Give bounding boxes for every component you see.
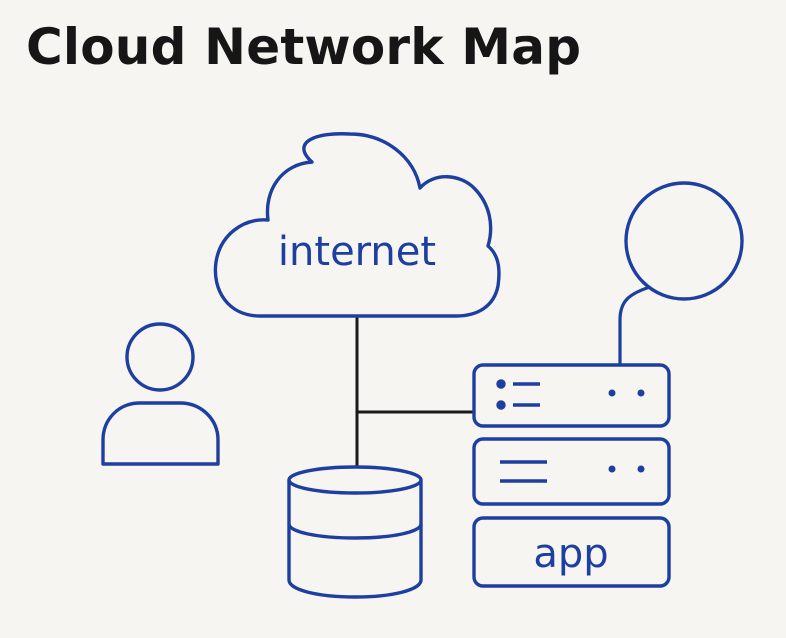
server-mid-led-1 — [608, 465, 616, 473]
user-head-icon — [125, 322, 195, 392]
server-app-label: app — [533, 531, 608, 577]
server-unit-app — [472, 516, 671, 588]
database-middle-band — [287, 480, 423, 540]
server-top-led-1 — [608, 389, 616, 397]
page-title: Cloud Network Map — [26, 18, 582, 76]
server-mid-led-2 — [637, 465, 645, 473]
connectors — [355, 316, 474, 466]
cloud-label: internet — [278, 229, 436, 275]
circle-node-icon[interactable] — [624, 181, 744, 301]
server-top-bullet-1 — [496, 379, 506, 389]
circle-to-server-connector — [618, 285, 651, 365]
server-top-bullet-2 — [496, 400, 506, 410]
database-lower-band — [287, 524, 423, 599]
user-node[interactable] — [101, 322, 220, 466]
cloud-node[interactable]: internet — [213, 132, 501, 318]
database-top-icon — [287, 465, 423, 495]
database-node[interactable] — [287, 465, 423, 599]
cloud-icon — [213, 132, 501, 318]
server-top-led-2 — [637, 389, 645, 397]
server-stack-icon[interactable] — [472, 363, 671, 588]
server-unit-middle — [472, 437, 671, 506]
user-body-icon — [101, 401, 220, 466]
server-unit-top — [472, 363, 671, 428]
